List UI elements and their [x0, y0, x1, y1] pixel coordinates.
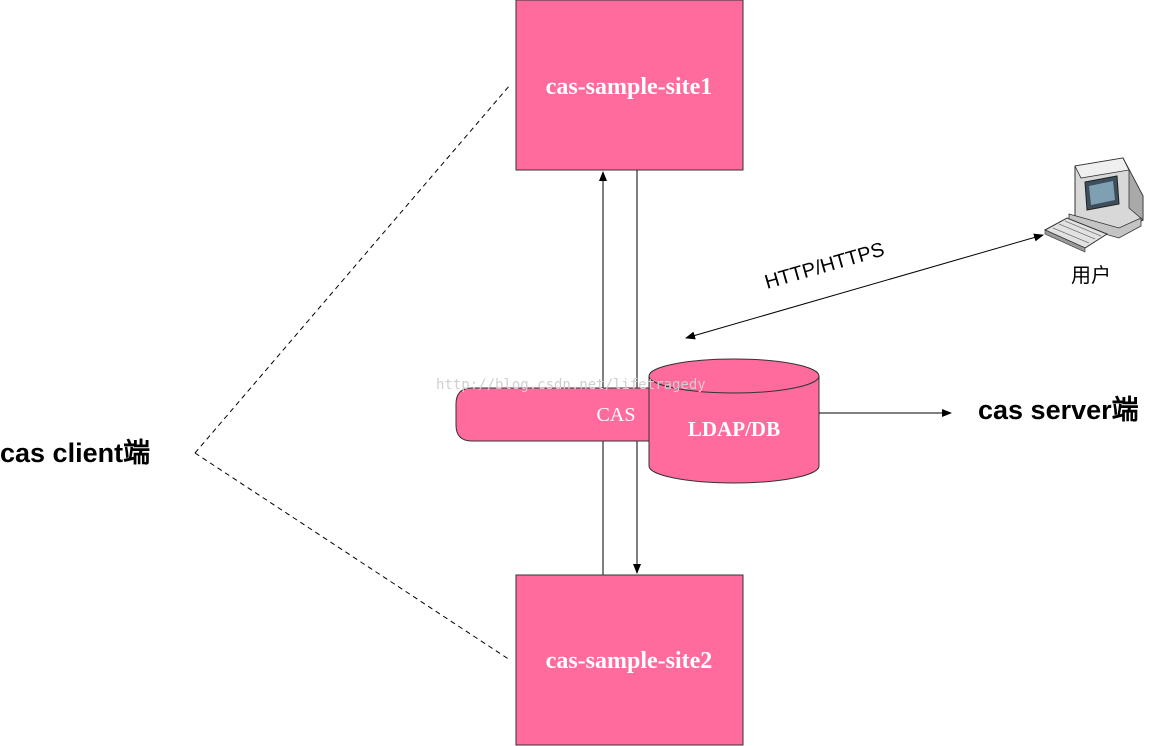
cas-label: CAS	[597, 404, 636, 426]
site2-label: cas-sample-site2	[546, 648, 713, 674]
client-label: cas client端	[0, 438, 150, 468]
ldap-db-label: LDAP/DB	[688, 417, 780, 441]
http-double-arrow	[685, 233, 1044, 340]
desktop-computer-icon	[1043, 157, 1144, 253]
ldap-db-cylinder	[648, 358, 820, 484]
site2-box	[515, 574, 744, 746]
user-label: 用户	[1071, 263, 1111, 287]
site1-label: cas-sample-site1	[546, 74, 713, 100]
cas-bar	[455, 387, 656, 442]
server-label: cas server端	[978, 395, 1139, 425]
site1-box	[515, 0, 744, 171]
watermark-text: http://blog.csdn.net/lifetragedy	[436, 377, 706, 393]
client-dashed-line-bottom	[194, 452, 511, 661]
